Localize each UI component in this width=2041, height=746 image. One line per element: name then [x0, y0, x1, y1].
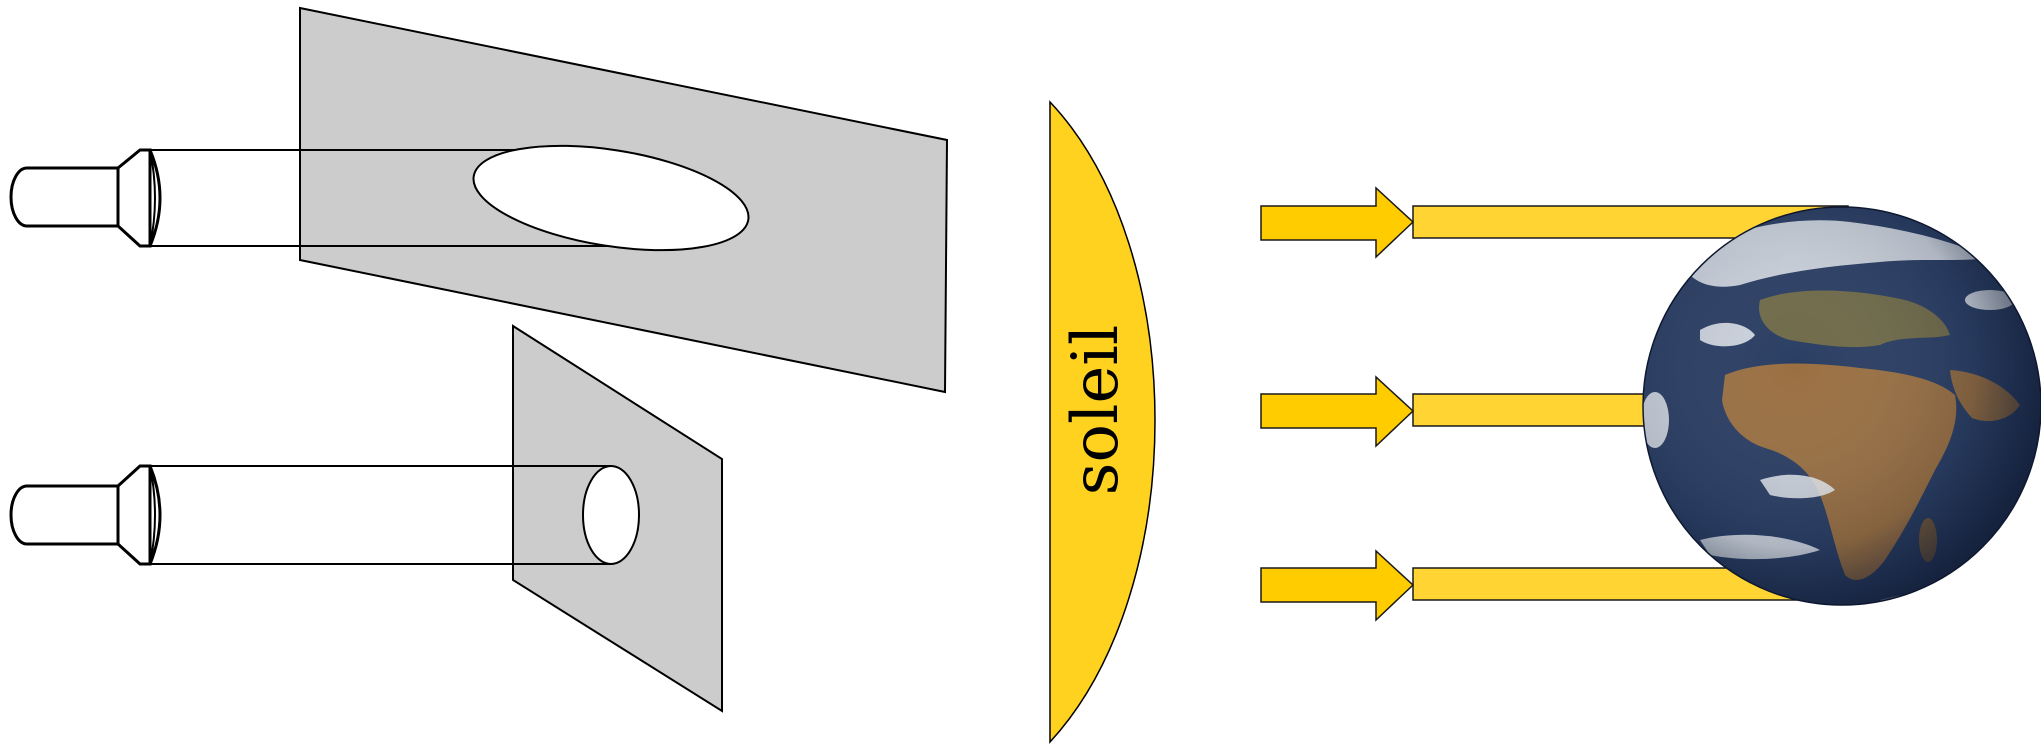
light-spot-small — [582, 465, 640, 565]
flashlight-top-handle — [27, 166, 120, 228]
flashlight-top — [9, 148, 162, 248]
flashlight-bottom-head — [116, 464, 152, 566]
earth-shading — [1643, 207, 2041, 605]
sun-ray-arrow-top — [1260, 186, 1415, 259]
sun-disc-segment — [1049, 100, 1156, 744]
light-spot-large — [472, 144, 750, 252]
flashlight-bottom-handle — [27, 484, 120, 546]
oblique-incidence-panel — [9, 6, 949, 394]
sun-ray-arrow-bottom — [1260, 549, 1415, 622]
sun-ray-arrow-middle — [1260, 375, 1415, 448]
flashlight-bottom-lens-rim — [149, 465, 156, 565]
sun: soleil — [1049, 100, 1156, 744]
flashlight-top-head — [116, 148, 152, 248]
earth — [1642, 206, 2041, 606]
flashlight-top-lens — [148, 149, 162, 247]
sun-label: soleil — [1059, 325, 1133, 496]
flashlight-bottom-lens — [148, 465, 162, 565]
direct-incidence-panel — [9, 324, 723, 713]
flashlight-bottom — [9, 464, 162, 566]
light-beam-bottom — [150, 465, 612, 565]
flashlight-top-lens-rim — [149, 149, 156, 247]
earth-outline — [1642, 206, 2041, 606]
